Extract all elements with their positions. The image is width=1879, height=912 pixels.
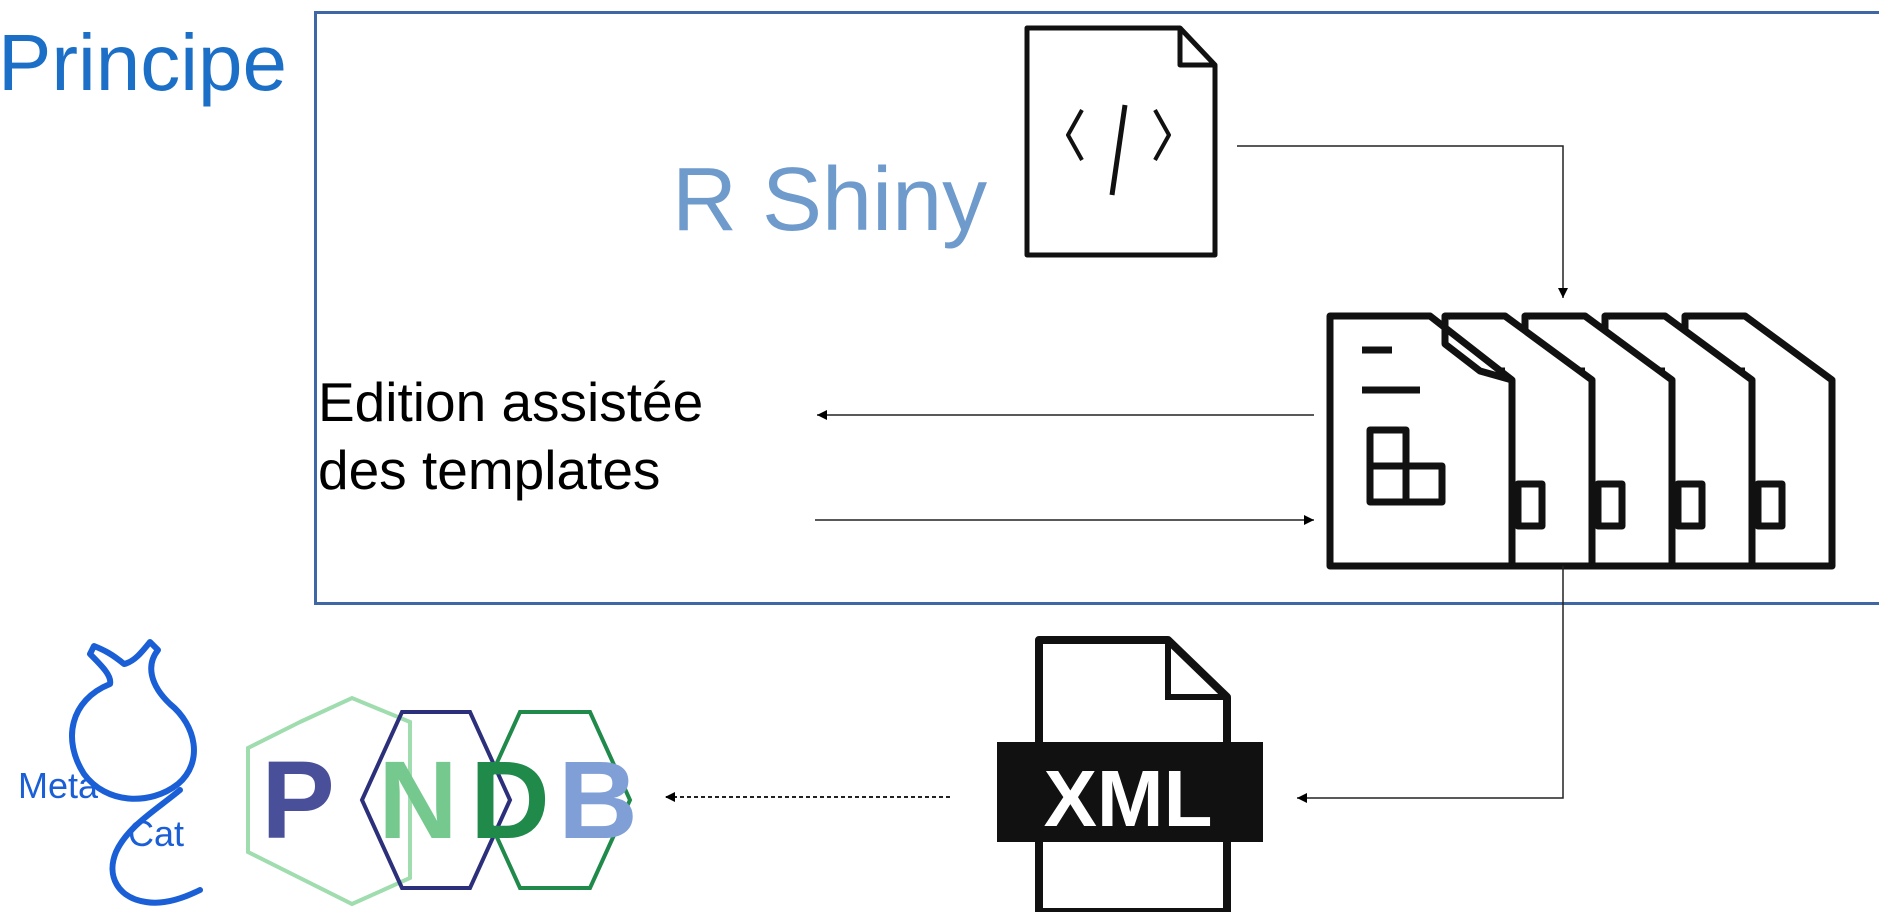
edition-label-line1: Edition assistée (318, 371, 704, 433)
page-title: Principe (0, 18, 288, 107)
code-file-icon (1024, 25, 1218, 258)
pndb-letter-d: D (470, 739, 549, 862)
xml-label: XML (1044, 754, 1213, 843)
pndb-logo: P N D B (246, 695, 638, 907)
pndb-letter-n: N (378, 739, 457, 862)
xml-file-icon: XML (997, 636, 1263, 912)
edition-label-line2: des templates (318, 439, 661, 501)
pndb-letter-b: B (558, 739, 637, 862)
metacat-line1: Meta (18, 765, 99, 806)
template-documents-icon (1326, 312, 1836, 570)
metacat-logo: Meta Cat (18, 639, 203, 906)
r-shiny-label: R Shiny (672, 150, 988, 250)
edition-label: Edition assistée des templates (318, 368, 703, 504)
r-shiny-frame (314, 11, 1879, 605)
pndb-letter-p: P (261, 739, 334, 862)
metacat-line2: Cat (128, 813, 184, 854)
connector-templates-to-xml (1297, 566, 1564, 803)
connector-code-to-templates (1237, 145, 1568, 298)
